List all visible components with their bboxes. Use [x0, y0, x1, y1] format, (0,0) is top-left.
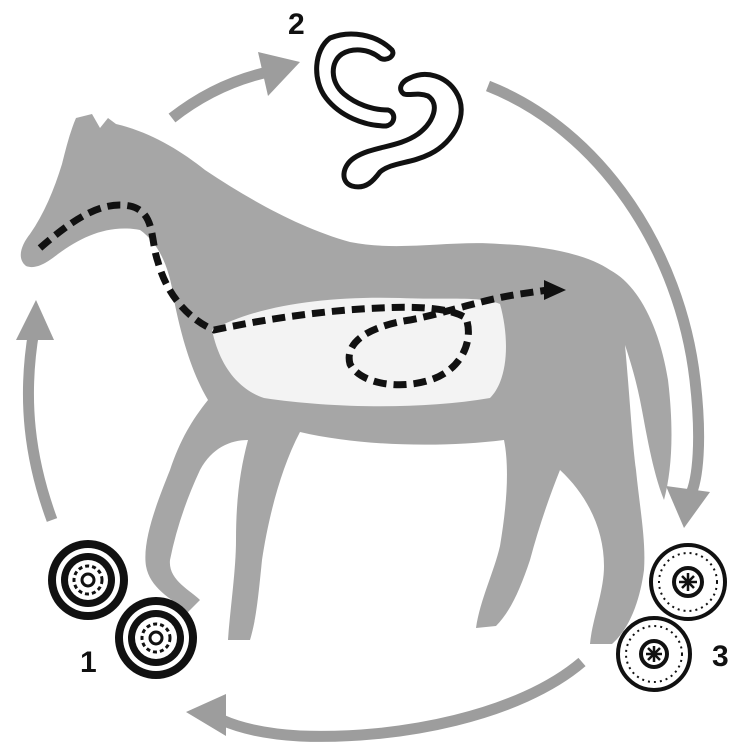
egg-icon: [651, 545, 725, 619]
stage-label-1: 1: [80, 646, 97, 679]
worm-bottom: [344, 74, 461, 186]
arrow-head-top: [258, 52, 300, 96]
worm-icon: [317, 34, 462, 187]
egg-icon: [48, 540, 128, 620]
arrow-head-right: [666, 486, 710, 528]
stage-label-3: 3: [712, 640, 729, 673]
worm-top: [317, 34, 394, 126]
arrow-horse-to-worm: [172, 72, 268, 118]
arrow-head-bottom: [186, 694, 226, 736]
stage-label-2: 2: [288, 8, 305, 41]
arrow-eggs-to-mouth: [28, 330, 52, 520]
arrow-eggs3-to-eggs1: [222, 662, 582, 736]
egg-icon: [618, 618, 690, 690]
arrow-head-left: [16, 300, 54, 340]
egg-icon: [115, 597, 197, 679]
eggs-stage-1: [48, 540, 197, 679]
